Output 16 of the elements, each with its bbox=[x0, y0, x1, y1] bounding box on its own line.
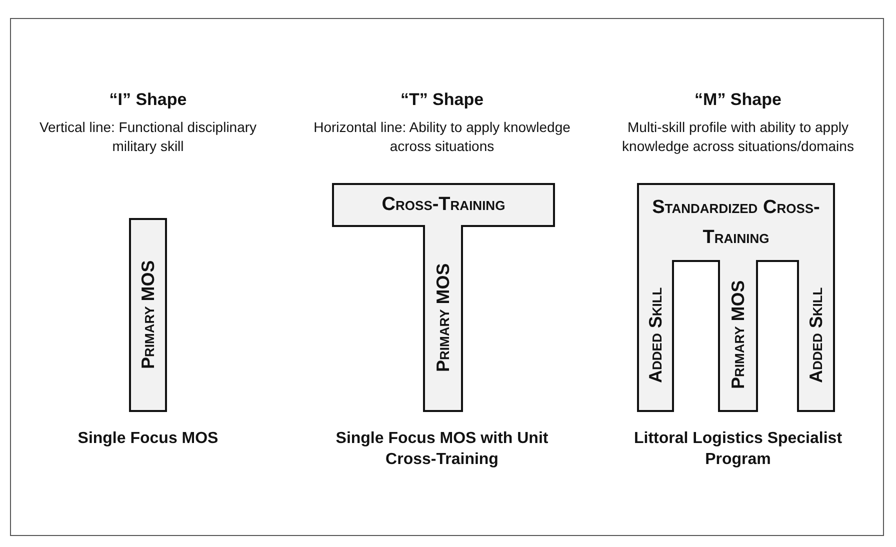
column-caption: Single Focus MOS bbox=[76, 429, 220, 449]
description: Horizontal line: Ability to apply knowledge across situations bbox=[312, 118, 572, 156]
skill-band: Standardized Cross-Training bbox=[637, 183, 835, 262]
skill-bar: Added Skill bbox=[797, 260, 835, 412]
shape-heading: “M” Shape bbox=[694, 90, 782, 110]
shape-heading: “I” Shape bbox=[108, 90, 188, 110]
skill-bar: Added Skill bbox=[637, 260, 674, 412]
skill-bar: Primary MOS bbox=[129, 218, 167, 412]
description: Vertical line: Functional disciplinary military skill bbox=[38, 118, 258, 156]
description: Multi-skill profile with ability to apply knowledge across situations/domains bbox=[621, 118, 855, 156]
skill-bar: Cross-Training bbox=[332, 183, 555, 227]
column-caption: Littoral Logistics Specialist Program bbox=[632, 429, 844, 470]
skill-bar: Primary MOS bbox=[718, 260, 758, 412]
skill-bar: Primary MOS bbox=[423, 225, 463, 412]
shape-heading: “T” Shape bbox=[399, 90, 485, 110]
column-caption: Single Focus MOS with Unit Cross-Training bbox=[334, 429, 550, 470]
